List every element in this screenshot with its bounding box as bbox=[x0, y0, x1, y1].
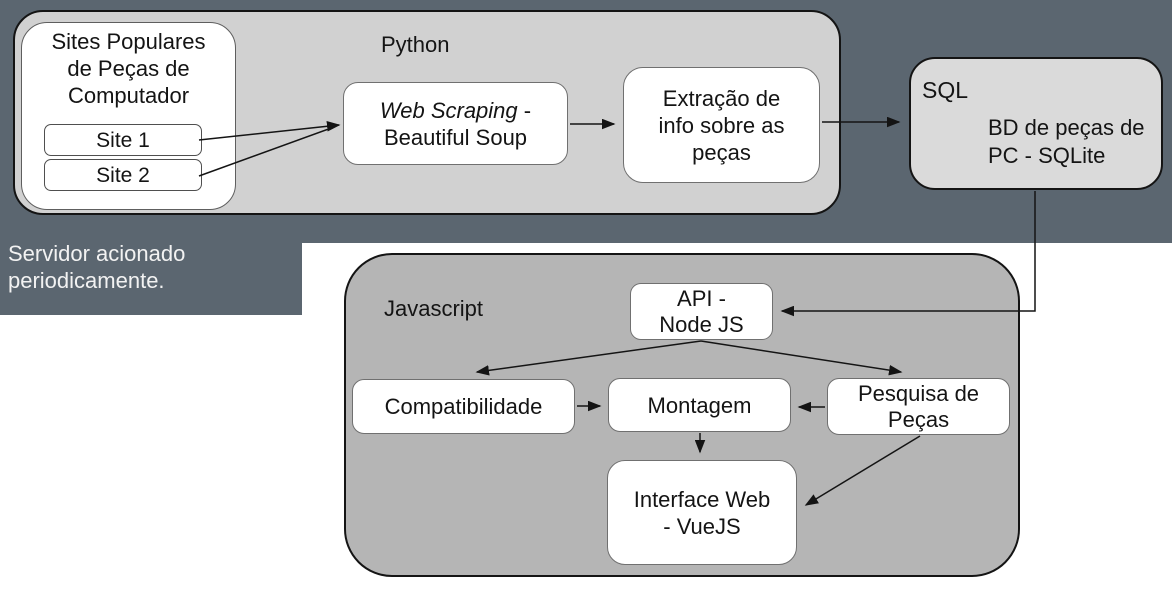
api-line: Node JS bbox=[659, 311, 744, 337]
web-scraping-node: Web Scraping - Beautiful Soup bbox=[343, 82, 568, 165]
extraction-line: Extração de bbox=[662, 85, 781, 111]
sql-db-line: BD de peças de bbox=[988, 115, 1145, 140]
site2-label: Site 2 bbox=[96, 163, 150, 187]
api-line: API - bbox=[677, 285, 726, 311]
server-note: Servidor acionado periodicamente. bbox=[8, 240, 185, 294]
compatibility-label: Compatibilidade bbox=[384, 394, 543, 419]
web-scraping-italic: Web Scraping bbox=[379, 97, 518, 123]
parts-search-line: Pesquisa de bbox=[857, 380, 980, 406]
python-label: Python bbox=[381, 32, 450, 57]
sites-title-line: Sites Populares bbox=[51, 29, 206, 54]
web-interface-line: Interface Web bbox=[633, 486, 771, 512]
parts-search-line: Peças bbox=[887, 406, 950, 432]
parts-search-node: Pesquisa de Peças bbox=[827, 378, 1010, 435]
sql-database-node: SQL BD de peças de PC - SQLite bbox=[909, 57, 1163, 190]
extraction-node: Extração de info sobre as peças bbox=[623, 67, 820, 183]
web-scraping-line1: Web Scraping - bbox=[380, 97, 531, 124]
assembly-node: Montagem bbox=[608, 378, 791, 432]
assembly-label: Montagem bbox=[647, 392, 752, 418]
sql-label: SQL bbox=[922, 77, 969, 103]
web-scraping-dash: - bbox=[517, 97, 532, 123]
server-note-line: Servidor acionado bbox=[8, 241, 186, 266]
api-node: API - Node JS bbox=[630, 283, 773, 340]
compatibility-node: Compatibilidade bbox=[352, 379, 575, 434]
sql-db-text: BD de peças de PC - SQLite bbox=[988, 114, 1145, 170]
site1-node: Site 1 bbox=[44, 124, 202, 156]
dark-background-panel-left bbox=[0, 243, 302, 315]
sites-group-node: Sites Populares de Peças de Computador S… bbox=[21, 22, 236, 210]
web-scraping-line2: Beautiful Soup bbox=[383, 124, 528, 150]
server-note-line: periodicamente. bbox=[8, 268, 165, 293]
web-interface-node: Interface Web - VueJS bbox=[607, 460, 797, 565]
javascript-label: Javascript bbox=[384, 296, 484, 321]
site1-label: Site 1 bbox=[96, 128, 150, 152]
web-interface-line: - VueJS bbox=[663, 513, 741, 539]
sites-title-line: Computador bbox=[67, 83, 190, 108]
extraction-line: peças bbox=[692, 139, 751, 165]
sql-db-line: PC - SQLite bbox=[988, 143, 1106, 168]
sites-title-line: de Peças de bbox=[67, 56, 190, 81]
site2-node: Site 2 bbox=[44, 159, 202, 191]
extraction-line: info sobre as bbox=[658, 112, 785, 138]
